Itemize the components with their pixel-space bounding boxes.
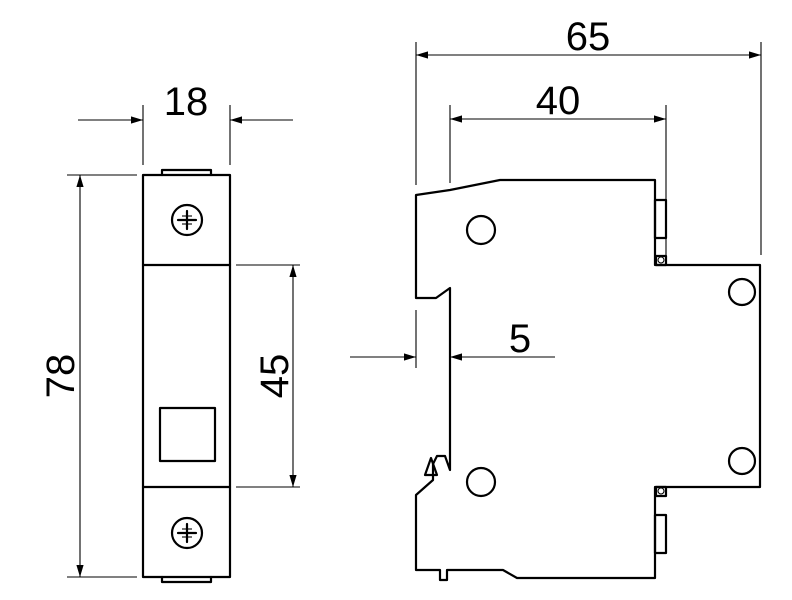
top-tab — [160, 168, 213, 177]
din-clip-latch — [423, 456, 439, 477]
overall-depth-label: 65 — [566, 15, 611, 59]
overall-depth-dimension: 65 — [415, 15, 762, 255]
front-body-outline — [141, 173, 232, 579]
front-depth-dimension: 40 — [449, 79, 667, 255]
window-height-label: 45 — [253, 354, 297, 399]
upper-rivet — [465, 214, 497, 246]
side-body-outline — [414, 178, 762, 582]
lower-terminal-dot — [657, 487, 665, 495]
side-view — [414, 178, 762, 582]
bottom-screw-icon — [170, 516, 204, 550]
toggle-window — [158, 406, 217, 463]
upper-terminal-hole — [727, 277, 757, 307]
lower-side-tab — [653, 513, 668, 555]
lower-rivet — [465, 466, 497, 498]
front-depth-label: 40 — [536, 79, 581, 123]
upper-terminal-dot — [657, 256, 665, 264]
upper-terminal-marker — [654, 254, 668, 267]
width-dimension: 18 — [78, 80, 293, 165]
lower-terminal-hole — [727, 446, 757, 476]
top-screw-icon — [170, 203, 204, 237]
upper-side-tab — [653, 198, 668, 240]
offset-dimension: 5 — [350, 310, 555, 368]
height-dimension: 78 — [39, 174, 137, 578]
lower-terminal-marker — [654, 485, 668, 498]
width-label: 18 — [164, 80, 209, 124]
window-height-dimension: 45 — [236, 264, 300, 488]
front-view — [141, 168, 232, 584]
height-label: 78 — [39, 354, 83, 399]
bottom-tab — [160, 575, 213, 584]
offset-label: 5 — [509, 317, 531, 361]
